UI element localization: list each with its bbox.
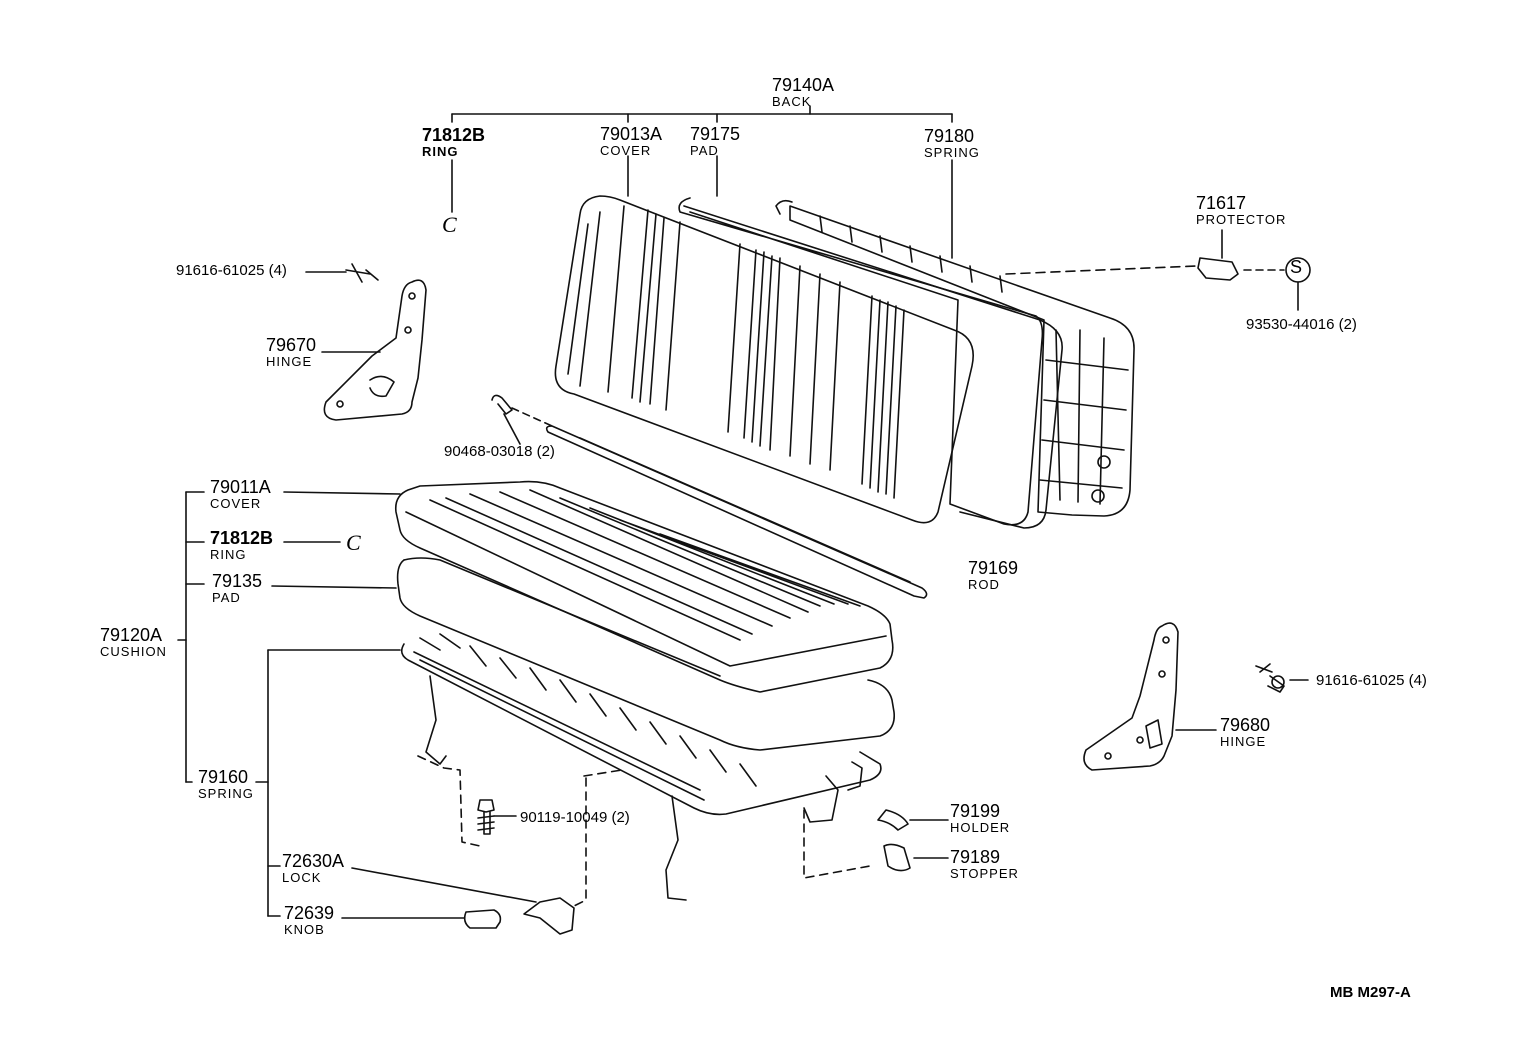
partno-bolt-right: 91616-61025 (4) xyxy=(1316,672,1427,689)
right-hinge xyxy=(1083,622,1309,771)
label-rod: 79169 ROD xyxy=(968,558,1019,592)
holder-stopper xyxy=(803,809,949,879)
clip-part xyxy=(491,394,553,445)
label-lock: 72630A LOCK xyxy=(282,851,345,885)
label-holder: 79199 HOLDER xyxy=(950,801,1011,835)
label-ring-cushion: 71812B RING xyxy=(210,528,274,562)
cushion-bracket xyxy=(177,491,205,783)
label-stopper: 79189 STOPPER xyxy=(950,847,1019,881)
back-spring-frame xyxy=(775,199,1135,517)
partno-clip: 90468-03018 (2) xyxy=(444,443,555,460)
label-spring-cushion: 79160 SPRING xyxy=(198,767,254,801)
back-cover xyxy=(554,195,974,524)
back-pad xyxy=(678,197,1063,529)
lock-knob xyxy=(463,769,623,935)
left-hinge xyxy=(305,263,427,421)
nut-symbol: S xyxy=(1290,257,1303,277)
label-pad-cushion: 79135 PAD xyxy=(212,571,263,605)
ring-cushion-symbol: C xyxy=(346,530,361,555)
label-spring-back: 79180 SPRING xyxy=(924,126,980,160)
label-ring-top: 71812B RING xyxy=(422,125,486,159)
rod-part xyxy=(545,425,928,599)
cushion-pad xyxy=(396,557,896,751)
back-leaders xyxy=(451,155,953,259)
cushion-spring-frame xyxy=(400,633,882,901)
label-hinge-right: 79680 HINGE xyxy=(1220,715,1271,749)
diagram-reference-code: MB M297-A xyxy=(1330,984,1411,1001)
label-cover-cushion: 79011A COVER xyxy=(210,477,271,511)
cushion-cover xyxy=(394,480,894,693)
ring-top-symbol: C xyxy=(442,212,457,237)
label-cushion: 79120A CUSHION xyxy=(100,625,167,659)
label-knob: 72639 KNOB xyxy=(284,903,335,937)
partno-bolt-left: 91616-61025 (4) xyxy=(176,262,287,279)
back-bracket xyxy=(451,105,953,123)
label-cover-back: 79013A COVER xyxy=(600,124,663,158)
label-pad-back: 79175 PAD xyxy=(690,124,741,158)
cushion-leaders xyxy=(255,491,537,919)
partno-bolt-bottom: 90119-10049 (2) xyxy=(520,809,630,826)
partno-nut-s: 93530-44016 (2) xyxy=(1246,316,1357,333)
label-hinge-left: 79670 HINGE xyxy=(266,335,317,369)
label-back: 79140A BACK xyxy=(772,75,835,109)
bottom-bolt xyxy=(417,755,517,847)
protector-nut xyxy=(1005,229,1311,311)
label-protector: 71617 PROTECTOR xyxy=(1196,193,1287,227)
